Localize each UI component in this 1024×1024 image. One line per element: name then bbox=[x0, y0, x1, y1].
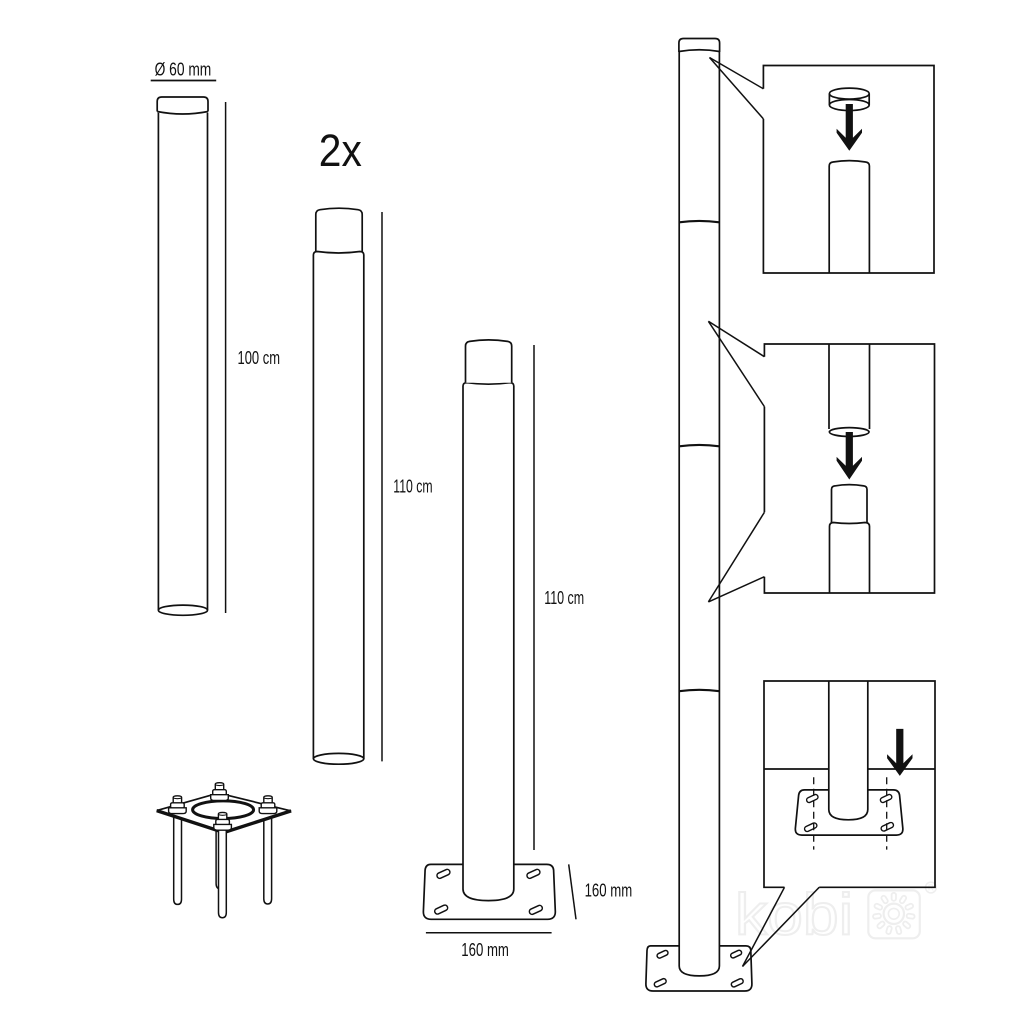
svg-text:110 cm: 110 cm bbox=[544, 588, 584, 608]
svg-text:kobi: kobi bbox=[735, 883, 853, 948]
svg-text:110 cm: 110 cm bbox=[393, 477, 432, 497]
svg-text:160 mm: 160 mm bbox=[461, 940, 509, 960]
svg-text:2x: 2x bbox=[319, 125, 362, 176]
svg-text:100 cm: 100 cm bbox=[238, 348, 281, 368]
svg-text:160 mm: 160 mm bbox=[585, 881, 633, 901]
svg-text:Ø 60 mm: Ø 60 mm bbox=[155, 60, 212, 80]
